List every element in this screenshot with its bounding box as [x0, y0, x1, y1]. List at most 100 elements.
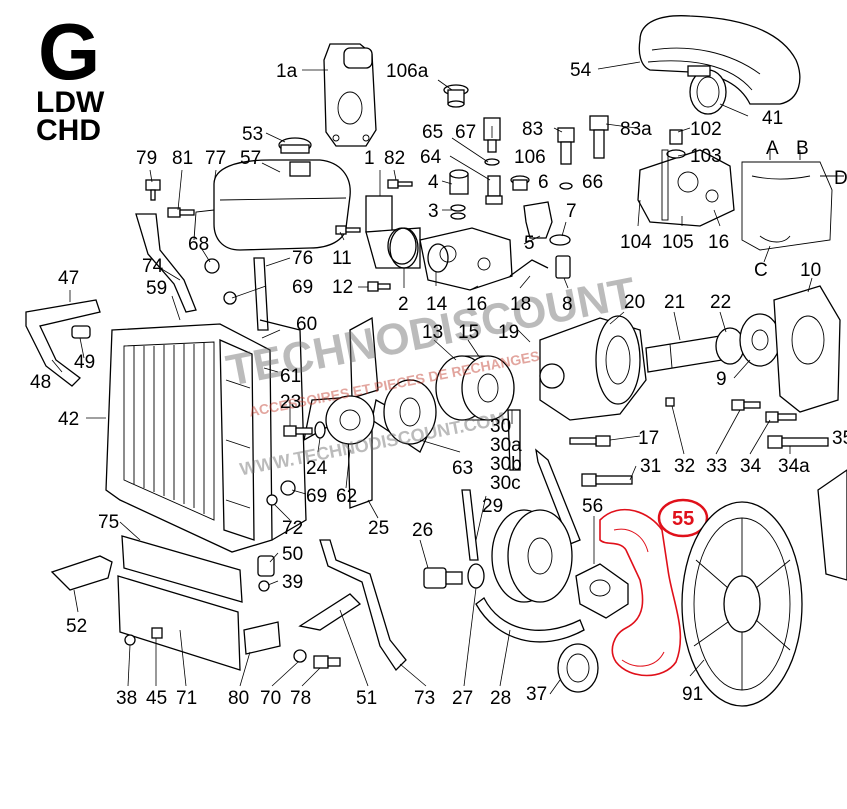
label-75: 75 [98, 512, 119, 533]
label-42: 42 [58, 409, 79, 430]
part-11-bolt [335, 225, 361, 235]
model-code-line2: CHD [36, 114, 101, 147]
part-83a-sensor [589, 115, 609, 159]
label-78: 78 [290, 688, 311, 709]
label-57: 57 [240, 148, 261, 169]
label-25: 25 [368, 518, 389, 539]
part-78-bolt [313, 655, 341, 669]
label-26: 26 [412, 520, 433, 541]
label-54: 54 [570, 60, 592, 81]
label-106: 106 [514, 147, 546, 168]
label-64: 64 [420, 147, 442, 168]
detail-view-abcd [741, 150, 844, 251]
label-83a: 83a [620, 119, 652, 140]
part-47-bracket [25, 299, 101, 387]
label-45: 45 [146, 688, 167, 709]
part-42-radiator [105, 323, 273, 553]
model-code-line1: LDW [36, 86, 105, 119]
part-81-bolt [167, 207, 195, 218]
part-39-nut [258, 580, 270, 592]
label-62: 62 [336, 486, 357, 507]
part-50-mount [257, 555, 275, 577]
part-17-bolt [569, 435, 611, 447]
label-34: 34 [740, 456, 762, 477]
part-21-shaft [645, 335, 723, 373]
label-1: 1 [364, 148, 375, 169]
part-10-pump-cover [773, 285, 841, 413]
label-80: 80 [228, 688, 249, 709]
part-fan-edge [817, 469, 847, 581]
part-51-bracket [298, 593, 362, 631]
label-22: 22 [710, 292, 731, 313]
label-38: 38 [116, 688, 137, 709]
label-66: 66 [582, 172, 603, 193]
part-26-bolt [423, 567, 463, 589]
leader-lines [51, 61, 813, 695]
label-79: 79 [136, 148, 157, 169]
part-24-washer [314, 421, 326, 439]
label-30: 30 [490, 416, 511, 437]
label-55-highlighted: 55 [672, 508, 694, 530]
part-1-water-outlet [365, 195, 421, 269]
part-22-impeller [715, 313, 781, 367]
label-41: 41 [762, 108, 783, 129]
part-32-pin [665, 397, 675, 407]
label-32: 32 [674, 456, 695, 477]
part-5-elbow-fitting [523, 201, 553, 239]
label-82: 82 [384, 148, 405, 169]
label-23: 23 [280, 392, 301, 413]
label-13: 13 [422, 322, 443, 343]
part-30a-belt [507, 409, 521, 471]
label-77: 77 [205, 148, 226, 169]
label-4: 4 [428, 172, 439, 193]
part-69-lower-nut [280, 480, 296, 496]
part-52-bracket [50, 555, 113, 591]
section-letter: G [38, 7, 101, 96]
part-31-bolt [581, 473, 633, 487]
label-8: 8 [562, 294, 573, 315]
part-106-plug [510, 175, 530, 191]
part-82-bolt [387, 179, 413, 189]
label-9: 9 [716, 369, 727, 390]
label-21: 21 [664, 292, 685, 313]
label-49: 49 [74, 352, 95, 373]
part-54-intake-hose [638, 15, 801, 105]
part-72-grommet [266, 494, 278, 506]
part-3-washer [450, 204, 466, 212]
label-70: 70 [260, 688, 281, 709]
label-C: C [754, 260, 768, 281]
part-1a-thermostat-housing [323, 43, 377, 147]
part-20-water-pump [539, 315, 647, 421]
part-34-bolt [765, 411, 797, 423]
part-27-washer [467, 563, 485, 589]
label-D: D [834, 168, 847, 189]
label-67: 67 [455, 122, 476, 143]
label-1a: 1a [276, 61, 298, 82]
label-51: 51 [356, 688, 377, 709]
label-106a: 106a [386, 61, 429, 82]
label-81: 81 [172, 148, 193, 169]
label-33: 33 [706, 456, 727, 477]
label-2: 2 [398, 294, 409, 315]
part-23-bolt [283, 425, 313, 437]
part-91-cooling-fan [681, 501, 803, 707]
part-53-filler-cap [278, 137, 312, 154]
label-10: 10 [800, 260, 821, 281]
part-83-sensor [557, 127, 575, 165]
label-24: 24 [306, 458, 328, 479]
label-59: 59 [146, 278, 167, 299]
part-labels: 54 41 1a 106a 53 65 67 83 83a 102 103 A … [30, 60, 847, 709]
part-4-union [449, 169, 469, 195]
label-102: 102 [690, 119, 722, 140]
part-76-rod [253, 257, 269, 331]
part-30-belt [535, 448, 581, 545]
label-11: 11 [332, 248, 352, 269]
part-64-sensor [485, 175, 503, 205]
label-16: 16 [466, 294, 487, 315]
label-31: 31 [640, 456, 661, 477]
part-37-bearing [557, 643, 599, 693]
label-76: 76 [292, 248, 313, 269]
label-69-lower: 69 [306, 486, 327, 507]
label-73: 73 [414, 688, 435, 709]
part-29-belt [461, 489, 479, 561]
